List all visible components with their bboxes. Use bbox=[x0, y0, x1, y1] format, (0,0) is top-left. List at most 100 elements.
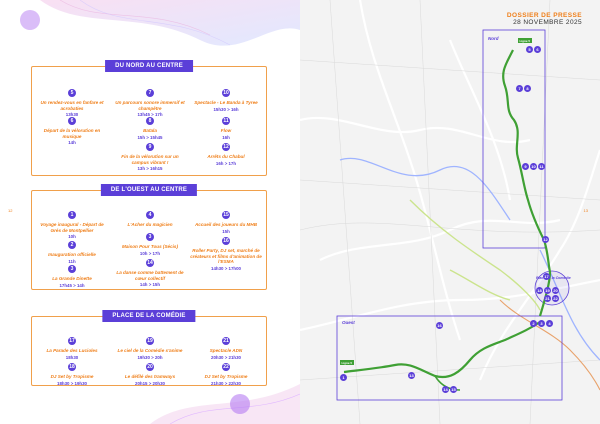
event-title: Maison Pour Tous (Sécis) bbox=[122, 244, 178, 249]
event-number: 1 bbox=[68, 211, 76, 219]
map-pin-20[interactable]: 20 bbox=[552, 287, 559, 294]
map-pin-12[interactable]: 12 bbox=[542, 236, 549, 243]
event-item: 20 Le défilé des tramways 20h15 > 20h30 bbox=[114, 355, 186, 386]
map-pin-11[interactable]: 11 bbox=[538, 163, 545, 170]
zone-label-center: Place de la Comédie bbox=[536, 276, 571, 280]
event-number: 18 bbox=[68, 363, 76, 371]
map-pin-15[interactable]: 15 bbox=[450, 386, 457, 393]
event-time: 18h30 bbox=[65, 354, 79, 360]
map-pin-18[interactable]: 18 bbox=[536, 287, 543, 294]
event-time: 14h > 15h bbox=[139, 282, 161, 288]
event-number: 8 bbox=[146, 117, 154, 125]
map-pin-16[interactable]: 16 bbox=[436, 322, 443, 329]
press-date: 28 NOVEMBRE 2025 bbox=[513, 19, 582, 26]
event-number: 2 bbox=[68, 241, 76, 249]
event-item: 16 Roller Party, DJ set, marché de créat… bbox=[190, 229, 262, 271]
event-number: 20 bbox=[146, 363, 154, 371]
event-item: 8 Batala 15h > 15h45 bbox=[114, 109, 186, 140]
event-time: 14h30 > 17h00 bbox=[211, 265, 241, 271]
event-number: 3 bbox=[68, 265, 76, 273]
event-item: 19 Le ciel de la Comédie s'anime 19h30 >… bbox=[114, 329, 186, 360]
event-title: Fin de la vélorution sur un campus vibra… bbox=[121, 154, 179, 165]
map-pin-9[interactable]: 9 bbox=[522, 163, 529, 170]
section-ouest-centre: DE L'OUEST AU CENTRE 1 Voyage inaugural … bbox=[31, 184, 267, 290]
event-number: 12 bbox=[222, 143, 230, 151]
event-title: DJ Set by Tropisme bbox=[50, 374, 94, 379]
event-item: 15 Accueil des joueurs du MHB 15h bbox=[190, 203, 262, 234]
section-title: DE L'OUEST AU CENTRE bbox=[100, 184, 198, 196]
event-number: 21 bbox=[222, 337, 230, 345]
map-pin-1[interactable]: 1 bbox=[340, 374, 347, 381]
section-title: DU NORD AU CENTRE bbox=[105, 60, 193, 72]
event-item: 22 DJ Set by Tropisme 21h30 > 22h30 bbox=[190, 355, 262, 386]
event-number: 15 bbox=[222, 211, 230, 219]
event-item: 10 Spectacle - Le Banda à Tyree 15h30 > … bbox=[190, 81, 262, 112]
event-time: 10h > 17h bbox=[139, 250, 161, 256]
event-title: Le défilé des tramways bbox=[124, 374, 176, 379]
event-time: 16h > 17h bbox=[215, 160, 237, 166]
event-item: 18 DJ Set by Tropisme 18h30 > 19h30 bbox=[36, 355, 108, 386]
event-title: DJ Set by Tropisme bbox=[204, 374, 248, 379]
event-title: Un parcours sonore immersif et champêtre bbox=[115, 100, 185, 111]
map-pin-17[interactable]: 17 bbox=[543, 273, 550, 280]
zone-label-north: Nord bbox=[488, 36, 499, 41]
map-pin-13[interactable]: 13 bbox=[408, 372, 415, 379]
event-title: La Parade des Lucioles bbox=[46, 348, 98, 353]
map-pin-4[interactable]: 4 bbox=[546, 320, 553, 327]
map-pin-8[interactable]: 8 bbox=[524, 85, 531, 92]
event-time: 17h45 > 14h bbox=[59, 282, 85, 288]
event-time: 18h30 > 19h30 bbox=[57, 380, 87, 386]
page-number: 13 bbox=[583, 208, 588, 213]
event-time: 14h bbox=[68, 140, 76, 146]
event-number: 22 bbox=[222, 363, 230, 371]
event-item: 11 Flow 16h bbox=[190, 109, 262, 140]
event-title: Spectacle ADN bbox=[209, 348, 243, 353]
event-title: Arrêts du Chabul bbox=[207, 154, 245, 159]
event-item: 6 Départ de la vélorution en musique 14h bbox=[36, 109, 108, 146]
event-number: 14 bbox=[146, 259, 154, 267]
section-place-comedie: PLACE DE LA COMÉDIE 17 La Parade des Luc… bbox=[31, 310, 267, 386]
map-pin-3[interactable]: 3 bbox=[538, 320, 545, 327]
map-pin-21[interactable]: 21 bbox=[544, 295, 551, 302]
map-pin-7[interactable]: 7 bbox=[516, 85, 523, 92]
event-title: Spectacle - Le Banda à Tyree bbox=[194, 100, 258, 105]
event-item: 17 La Parade des Lucioles 18h30 bbox=[36, 329, 108, 360]
event-item: 3 Maison Pour Tous (Sécis) 10h > 17h bbox=[114, 225, 186, 256]
event-title: Flow bbox=[220, 128, 232, 133]
map-pin-2[interactable]: 2 bbox=[530, 320, 537, 327]
map-pin-19[interactable]: 19 bbox=[544, 287, 551, 294]
map-pin-10[interactable]: 10 bbox=[530, 163, 537, 170]
event-item: 4 L'Acher du magicien bbox=[114, 203, 186, 229]
event-item: 2 Inauguration officielle 11h bbox=[36, 233, 108, 264]
event-time: 19h30 > 20h bbox=[137, 354, 163, 360]
event-number: 7 bbox=[146, 89, 154, 97]
event-number: 4 bbox=[146, 211, 154, 219]
event-time: 13h45 > 17h bbox=[137, 112, 163, 118]
event-time: 15h30 > 16h bbox=[213, 106, 239, 112]
tram-line-tag-west: Ligne 5 bbox=[340, 360, 354, 365]
event-time: 13h30 bbox=[65, 112, 79, 118]
event-title: Accueil des joueurs du MHB bbox=[194, 222, 258, 227]
event-number: 9 bbox=[146, 143, 154, 151]
section-nord-centre: DU NORD AU CENTRE 5 Un rendez-vous en fa… bbox=[31, 60, 267, 176]
page-number: 12 bbox=[8, 208, 13, 213]
map-pin-14[interactable]: 14 bbox=[442, 386, 449, 393]
event-title: Voyage inaugural - Départ de Grés de Mon… bbox=[40, 222, 104, 233]
event-number: 17 bbox=[68, 337, 76, 345]
event-item: 9 Fin de la vélorution sur un campus vib… bbox=[114, 135, 186, 172]
event-item: 12 Arrêts du Chabul 16h > 17h bbox=[190, 135, 262, 166]
event-title: Batala bbox=[143, 128, 157, 133]
event-title: Inauguration officielle bbox=[48, 252, 96, 257]
map-pin-5[interactable]: 5 bbox=[526, 46, 533, 53]
map-pin-22[interactable]: 22 bbox=[552, 295, 559, 302]
event-item: 5 Un rendez-vous en fanfare et acrobatie… bbox=[36, 81, 108, 118]
event-time: 16h bbox=[222, 134, 230, 140]
left-page: 12 DU NORD AU CENTRE 5 Un rendez-vous en… bbox=[8, 0, 300, 424]
map-pin-6[interactable]: 6 bbox=[534, 46, 541, 53]
right-page-map: DOSSIER DE PRESSE 28 NOVEMBRE 2025 Nord … bbox=[300, 0, 600, 424]
event-time: 20h15 > 20h30 bbox=[135, 380, 165, 386]
event-title: Un rendez-vous en fanfare et acrobaties bbox=[40, 100, 104, 111]
press-header: DOSSIER DE PRESSE 28 NOVEMBRE 2025 bbox=[507, 12, 582, 26]
event-number: 5 bbox=[68, 89, 76, 97]
event-title: La danse comme battement de cœur collect… bbox=[116, 270, 184, 281]
